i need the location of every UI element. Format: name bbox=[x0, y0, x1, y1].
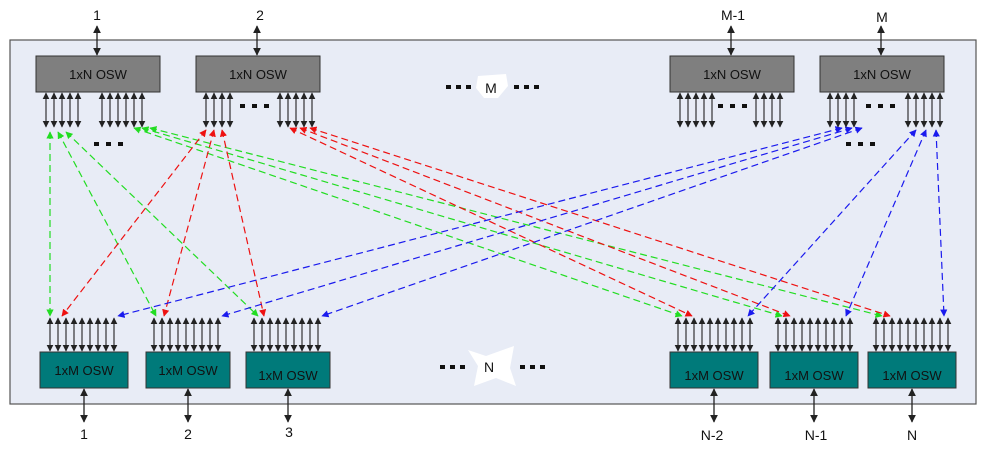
top-switch-2: 1xN OSW bbox=[195, 55, 321, 93]
connection-links bbox=[46, 126, 948, 318]
blue-dashed-link bbox=[845, 129, 927, 317]
bottom-switch-n: 1xM OSW bbox=[867, 351, 957, 389]
blue-dashed-link bbox=[747, 129, 917, 317]
top-switch-1: 1xN OSW bbox=[35, 55, 161, 93]
top-switch-m: 1xN OSW bbox=[819, 55, 945, 93]
bottom-switch-n-1-label: 1xM OSW bbox=[784, 368, 844, 383]
top-switch-1-label: 1xN OSW bbox=[69, 67, 128, 82]
top-switch-m-label: 1xN OSW bbox=[853, 67, 912, 82]
bottom-switch-n-2: 1xM OSW bbox=[669, 351, 759, 389]
top-switch-m-1: 1xN OSW bbox=[669, 55, 795, 93]
bottom-switch-n-2-label: 1xM OSW bbox=[684, 368, 744, 383]
bottom-port-label-n-2: N-2 bbox=[701, 427, 724, 443]
top-external-ports bbox=[93, 25, 885, 56]
bottom-switch-2: 1xM OSW bbox=[145, 351, 231, 389]
top-row-ellipsis: M bbox=[446, 74, 539, 98]
bottom-switch-3-label: 1xM OSW bbox=[258, 368, 318, 383]
top-row-ellipsis-label: M bbox=[485, 80, 497, 96]
top-switch-2-label: 1xN OSW bbox=[229, 67, 288, 82]
bottom-switch-n-label: 1xM OSW bbox=[882, 368, 942, 383]
blue-dashed-link bbox=[932, 129, 948, 317]
bottom-port-label-n: N bbox=[907, 427, 917, 443]
bottom-row-ellipsis: N bbox=[440, 346, 545, 386]
top-switch-m-1-label: 1xN OSW bbox=[703, 67, 762, 82]
bottom-switch-1-label: 1xM OSW bbox=[54, 363, 114, 378]
bottom-port-label-1: 1 bbox=[80, 426, 88, 442]
bottom-switch-1: 1xM OSW bbox=[39, 351, 129, 389]
top-port-bundles bbox=[42, 92, 944, 128]
blue-dashed-link bbox=[321, 126, 863, 318]
bottom-port-bundles bbox=[46, 317, 952, 352]
top-port-label-m-1: M-1 bbox=[721, 7, 745, 23]
bottom-switch-2-label: 1xM OSW bbox=[158, 363, 218, 378]
bottom-switch-3: 1xM OSW bbox=[245, 351, 331, 389]
top-port-label-m: M bbox=[876, 9, 888, 25]
bottom-port-label-2: 2 bbox=[184, 426, 192, 442]
top-port-label-2: 2 bbox=[256, 7, 264, 23]
bottom-port-label-n-1: N-1 bbox=[805, 427, 828, 443]
bottom-external-ports bbox=[80, 388, 916, 423]
top-port-label-1: 1 bbox=[93, 7, 101, 23]
bottom-switch-n-1: 1xM OSW bbox=[769, 351, 859, 389]
port-gap-dots bbox=[94, 104, 895, 146]
bottom-row-ellipsis-label: N bbox=[484, 359, 494, 375]
bottom-port-label-3: 3 bbox=[285, 424, 293, 440]
